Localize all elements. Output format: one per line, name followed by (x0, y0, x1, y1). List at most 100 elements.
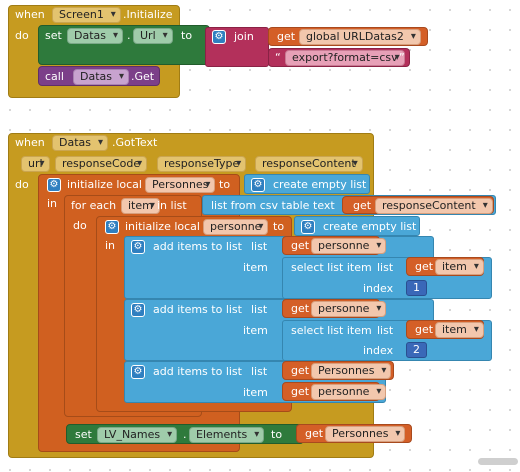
response-content-var-dropdown[interactable]: responseContent (375, 198, 493, 214)
lv-names-component-dropdown[interactable]: LV_Names (97, 427, 178, 443)
mutator-gear-icon[interactable]: ⚙ (301, 220, 315, 234)
join-block[interactable]: ⚙ join (205, 27, 269, 67)
index-label: index (363, 282, 394, 295)
personne-var-dropdown[interactable]: personne (311, 238, 387, 254)
do-keyword: do (73, 219, 87, 232)
select-list-item-label: select list item (291, 324, 372, 337)
select-list-item-block-1[interactable]: select list item list index (282, 257, 492, 299)
join-label: join (234, 30, 254, 43)
mutator-gear-icon[interactable]: ⚙ (47, 178, 61, 192)
dot-separator: . (183, 428, 187, 441)
personne-var-dropdown[interactable]: personne (311, 384, 387, 400)
set-keyword: set (75, 428, 92, 441)
get-keyword: get (305, 427, 324, 440)
param-response-code[interactable]: responseCode (55, 156, 148, 172)
mutator-gear-icon[interactable]: ⚙ (251, 178, 265, 192)
when-keyword: when (15, 8, 45, 21)
initialize-event-label: .Initialize (123, 8, 173, 21)
call-datas-get-block[interactable]: call Datas .Get (38, 66, 160, 86)
get-item-block-2[interactable]: get item (406, 320, 484, 339)
do-keyword: do (15, 178, 29, 191)
to-keyword: to (219, 178, 231, 191)
call-keyword: call (45, 70, 64, 83)
index-number-1[interactable]: 1 (406, 280, 427, 296)
get-personne-block-3[interactable]: get personne (282, 382, 387, 401)
get-response-content-block[interactable]: get responseContent (342, 196, 494, 214)
when-keyword: when (15, 136, 45, 149)
global-var-dropdown[interactable]: global URLDatas2 (299, 29, 421, 45)
get-personnes-block[interactable]: get Personnes (282, 361, 394, 380)
add-items-label: add items to list (153, 365, 242, 378)
set-datas-url-block[interactable]: set Datas . Url to (38, 25, 210, 65)
get-personne-block-1[interactable]: get personne (282, 236, 387, 255)
personne-var-dropdown[interactable]: personne (311, 301, 387, 317)
get-keyword: get (353, 199, 372, 212)
param-response-content[interactable]: responseContent (255, 156, 363, 172)
create-empty-list-label: create empty list (323, 220, 417, 233)
get-keyword: get (291, 385, 310, 398)
in-keyword: in (105, 239, 116, 252)
item-label: item (243, 386, 268, 399)
get-item-block-1[interactable]: get item (406, 257, 484, 276)
to-keyword: to (181, 29, 193, 42)
text-string-block[interactable]: “ export?format=csv ” (268, 48, 410, 67)
param-response-type[interactable]: responseType (157, 156, 247, 172)
mutator-gear-icon[interactable]: ⚙ (131, 303, 145, 317)
list-label: list (377, 261, 394, 274)
create-empty-list-label: create empty list (273, 178, 367, 191)
list-label: list (251, 303, 268, 316)
quote-close: ” (399, 51, 405, 64)
get-personne-block-2[interactable]: get personne (282, 299, 387, 318)
personne-var-name-field[interactable]: personne (203, 219, 269, 235)
get-keyword: get (291, 364, 310, 377)
csv-export-text-field[interactable]: export?format=csv (285, 50, 405, 66)
datas-call-dropdown[interactable]: Datas (73, 69, 129, 85)
mutator-gear-icon[interactable]: ⚙ (131, 240, 145, 254)
dot-separator: . (127, 29, 131, 42)
get-method-label: .Get (131, 70, 155, 83)
get-keyword: get (291, 302, 310, 315)
url-property-dropdown[interactable]: Url (133, 28, 173, 44)
set-lv-names-elements-block[interactable]: set LV_Names . Elements to (66, 424, 304, 444)
to-keyword: to (271, 428, 283, 441)
elements-property-dropdown[interactable]: Elements (189, 427, 265, 443)
param-url[interactable]: url (21, 156, 50, 172)
mutator-gear-icon[interactable]: ⚙ (131, 365, 145, 379)
mutator-gear-icon[interactable]: ⚙ (212, 30, 226, 44)
personnes-var-dropdown[interactable]: Personnes (325, 426, 406, 442)
screen1-component-dropdown[interactable]: Screen1 (52, 7, 121, 23)
mutator-gear-icon[interactable]: ⚙ (105, 220, 119, 234)
personnes-var-name-field[interactable]: Personnes (145, 177, 216, 193)
list-label: list (377, 324, 394, 337)
set-keyword: set (45, 29, 62, 42)
initialize-local-label: initialize local (67, 178, 142, 191)
datas-event-component-dropdown[interactable]: Datas (52, 135, 108, 151)
add-items-label: add items to list (153, 240, 242, 253)
get-keyword: get (415, 323, 434, 336)
gottext-event-label: .GotText (112, 136, 158, 149)
horizontal-scrollbar[interactable] (478, 458, 518, 465)
in-list-label: in list (157, 199, 187, 212)
initialize-local-label: initialize local (125, 220, 200, 233)
to-keyword: to (273, 220, 285, 233)
get-global-urldatas2-block[interactable]: get global URLDatas2 (268, 27, 428, 46)
personnes-var-dropdown[interactable]: Personnes (311, 363, 392, 379)
select-list-item-block-2[interactable]: select list item list index (282, 320, 492, 361)
item-label: item (243, 261, 268, 274)
for-each-label: for each (71, 199, 117, 212)
list-label: list (251, 365, 268, 378)
get-keyword: get (277, 30, 296, 43)
create-empty-list-block[interactable]: ⚙ create empty list (244, 174, 370, 194)
datas-component-dropdown[interactable]: Datas (67, 28, 123, 44)
in-keyword: in (47, 197, 58, 210)
item-var-dropdown[interactable]: item (435, 259, 484, 275)
get-personnes-block-2[interactable]: get Personnes (296, 424, 412, 443)
create-empty-list-block-2[interactable]: ⚙ create empty list (294, 216, 420, 236)
select-list-item-label: select list item (291, 261, 372, 274)
get-keyword: get (415, 260, 434, 273)
item-var-name-field[interactable]: item (121, 198, 160, 214)
item-var-dropdown[interactable]: item (435, 322, 484, 338)
index-number-2[interactable]: 2 (406, 342, 427, 358)
list-from-csv-label: list from csv table (211, 199, 310, 212)
item-label: item (243, 324, 268, 337)
